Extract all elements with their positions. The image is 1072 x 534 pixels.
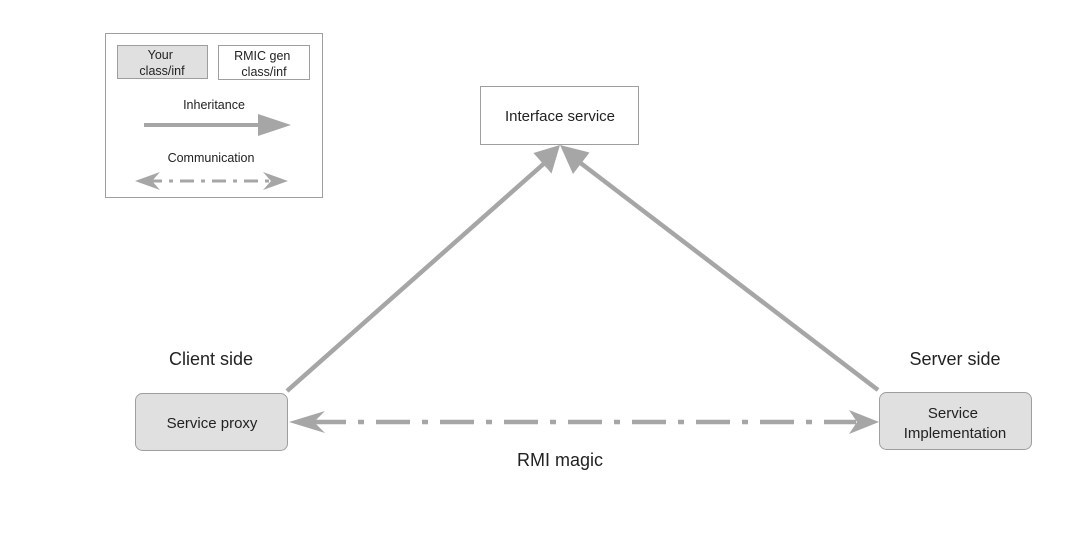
interface-service-label: Interface service <box>505 108 615 125</box>
service-implementation-label: Service Implementation <box>904 405 1007 442</box>
interface-service-box <box>480 86 639 145</box>
legend-rmic-class-label: RMIC gen class/inf <box>234 49 294 79</box>
rmi-communication-arrow <box>289 410 879 434</box>
legend-inheritance-arrow <box>144 114 291 136</box>
legend-rmic-class-box <box>218 45 310 80</box>
legend-your-class-box <box>117 45 208 79</box>
proxy-inherits-interface-arrow <box>285 145 560 393</box>
legend-inheritance-label: Inheritance <box>183 98 245 112</box>
legend: Your class/inf RMIC gen class/inf Inheri… <box>105 33 323 198</box>
implementation-inherits-interface-arrow <box>560 145 880 392</box>
legend-communication-label: Communication <box>168 151 255 165</box>
client-side-label: Client side <box>169 349 253 369</box>
service-proxy-label: Service proxy <box>167 415 258 432</box>
service-proxy-box <box>135 393 288 451</box>
legend-communication-arrow <box>135 172 288 190</box>
legend-your-class-label: Your class/inf <box>139 48 185 78</box>
rmi-magic-label: RMI magic <box>517 450 603 470</box>
service-implementation-box <box>879 392 1032 450</box>
server-side-label: Server side <box>909 349 1000 369</box>
